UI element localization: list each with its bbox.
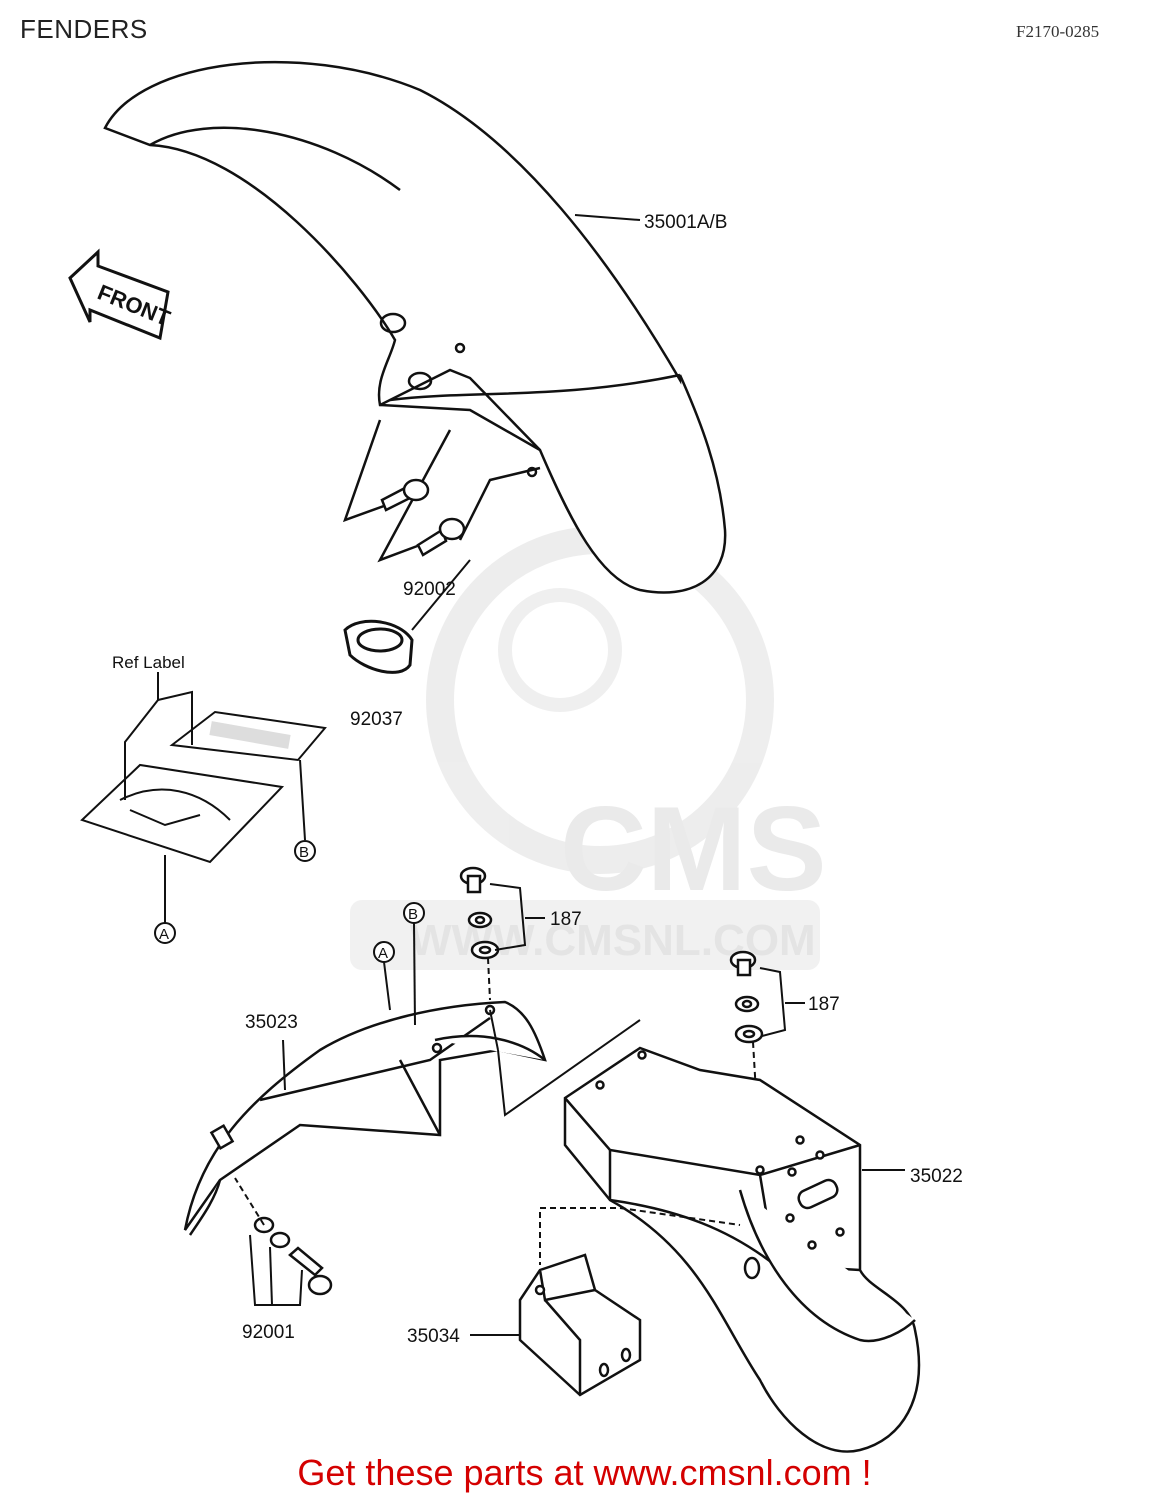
callout-187-upper: 187 bbox=[550, 909, 582, 930]
watermark-brand: CMS bbox=[560, 782, 827, 916]
leader-lines bbox=[282, 214, 641, 1091]
page-title: FENDERS bbox=[20, 14, 148, 44]
callout-35022: 35022 bbox=[910, 1166, 963, 1187]
marker-a: A bbox=[378, 945, 388, 962]
marker-b: B bbox=[408, 906, 418, 923]
callout-92001: 92001 bbox=[242, 1322, 295, 1343]
washer-set-187-upper-drawing bbox=[459, 866, 545, 1001]
rear-fender-rear-drawing bbox=[540, 1046, 921, 1453]
rear-fender-front-drawing bbox=[183, 1000, 641, 1236]
callout-35001: 35001A/B bbox=[644, 212, 727, 233]
washer-set-187-lower-drawing bbox=[729, 950, 805, 1161]
bolt-92002-drawing bbox=[380, 466, 541, 557]
ref-label-title: Ref Label bbox=[112, 653, 185, 672]
ref-label-marker-a: A bbox=[159, 926, 169, 943]
clamp-92037-drawing bbox=[343, 559, 471, 674]
ref-label-drawing bbox=[80, 672, 327, 944]
get-parts-link[interactable]: Get these parts at www.cmsnl.com ! bbox=[297, 1452, 872, 1493]
ref-label-marker-b: B bbox=[299, 844, 309, 861]
callout-92037: 92037 bbox=[350, 709, 403, 730]
callout-35023: 35023 bbox=[245, 1012, 298, 1033]
front-fender-drawing bbox=[103, 60, 727, 594]
callout-92002: 92002 bbox=[403, 579, 456, 600]
callout-187-lower: 187 bbox=[808, 994, 840, 1015]
callout-35034: 35034 bbox=[407, 1326, 460, 1347]
bolt-92001-drawing bbox=[234, 1177, 333, 1306]
bracket-35034-drawing bbox=[470, 1212, 642, 1397]
figure-code: F2170-0285 bbox=[1016, 22, 1100, 41]
front-direction-arrow: FRONT bbox=[68, 248, 174, 341]
